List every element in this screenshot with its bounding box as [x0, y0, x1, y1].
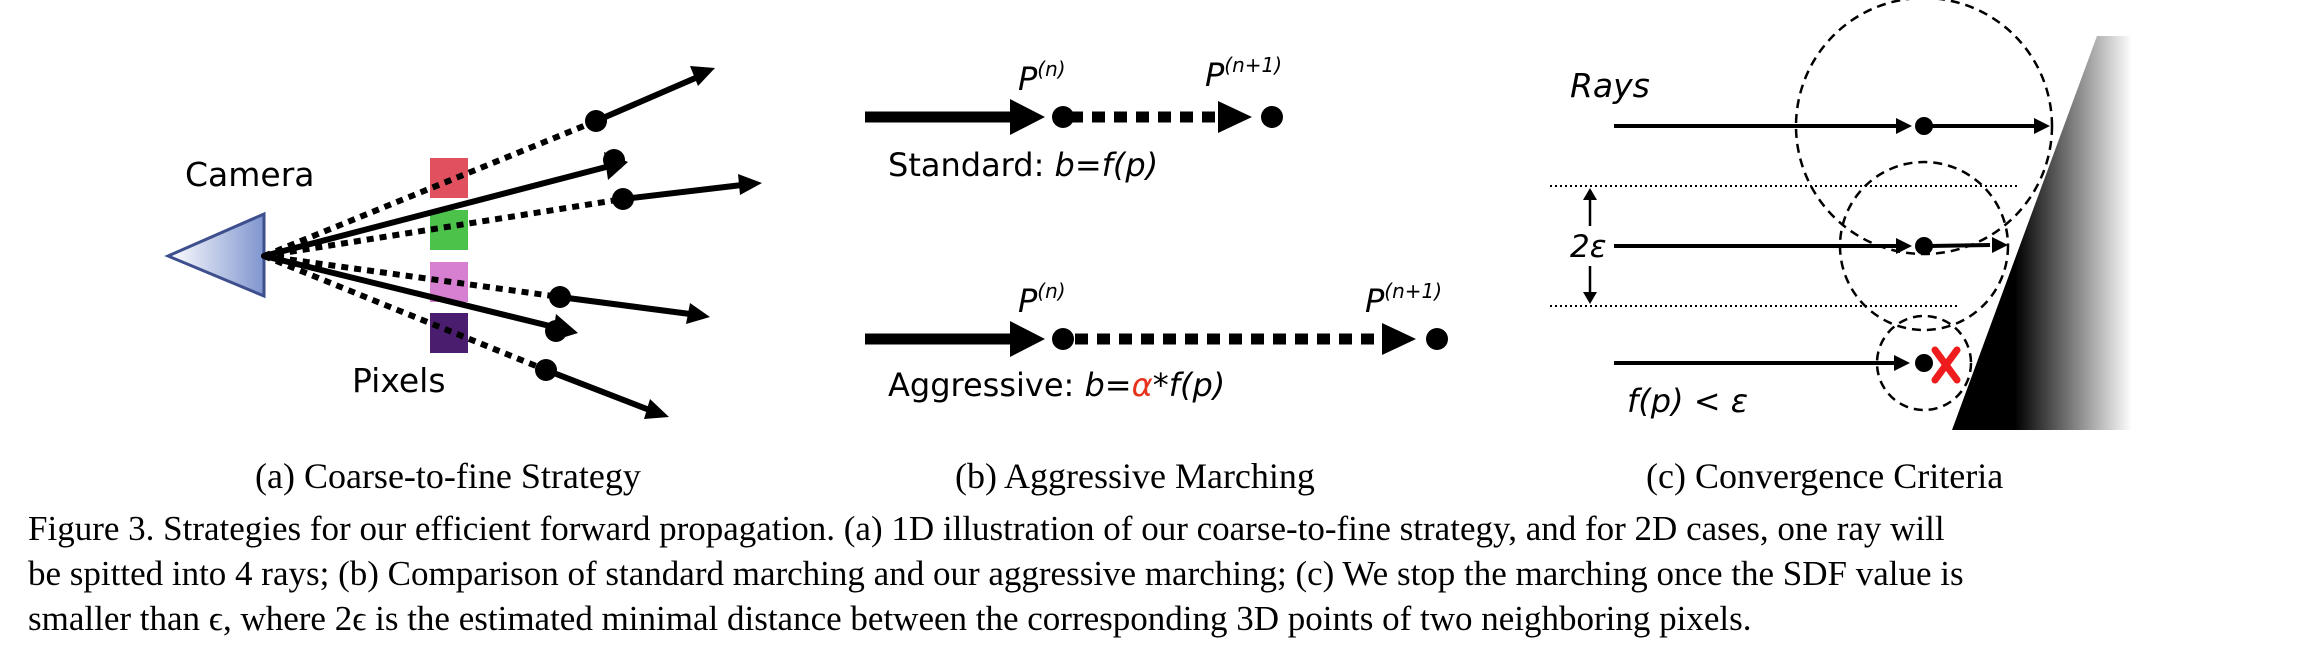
arrowhead — [1992, 237, 2008, 253]
distance-circle-small — [1875, 314, 1973, 412]
label-p-n1: P(n+1) — [1205, 53, 1282, 94]
rays-label: Rays — [1570, 66, 1650, 105]
label-p-n: P(n) — [1018, 279, 1066, 320]
sample-point — [1915, 117, 1933, 135]
point-p-n1 — [1261, 106, 1283, 128]
arrowhead — [738, 174, 762, 195]
stop-cross-icon — [1931, 346, 1961, 384]
sample-point — [603, 149, 625, 171]
caption-line-2: be spitted into 4 rays; (b) Comparison o… — [28, 554, 1964, 593]
standard-text: Standard: b=f(p) — [888, 146, 1158, 184]
solid-continuation — [543, 367, 655, 414]
figure-diagram: Camera — [164, 0, 2132, 430]
surface-wall — [1952, 36, 2132, 430]
arrowhead — [1896, 238, 1912, 254]
condition-label: f(p) < ε — [1627, 382, 1748, 420]
label-p-n: P(n) — [1018, 57, 1066, 98]
sample-point — [545, 320, 567, 342]
arrowhead — [1896, 118, 1912, 134]
sample-point — [585, 110, 607, 132]
subcaption-b: (b) Aggressive Marching — [955, 456, 1315, 496]
point-p-n1 — [1426, 328, 1448, 350]
arrowhead — [1010, 99, 1045, 135]
aggressive-text: Aggressive: b=α*f(p) — [888, 366, 1225, 404]
alpha-symbol: α — [1132, 366, 1153, 404]
caption-line-1: Figure 3. Strategies for our efficient f… — [28, 509, 1945, 548]
dotted-ray — [263, 253, 561, 300]
arrowhead — [1382, 323, 1416, 355]
figure-caption: Figure 3. Strategies for our efficient f… — [28, 506, 2298, 641]
camera-icon — [164, 211, 266, 299]
solid-continuation — [620, 182, 745, 202]
subcaption-a: (a) Coarse-to-fine Strategy — [255, 456, 641, 496]
arrowhead — [1894, 355, 1910, 371]
solid-continuation — [593, 73, 703, 124]
epsilon-label: 2ε — [1570, 229, 1606, 265]
subcaption-c: (c) Convergence Criteria — [1646, 456, 2004, 496]
solid-ray-lower — [261, 253, 565, 332]
panel-c-convergence-criteria: Rays 2ε — [1550, 0, 2132, 430]
arrowhead — [1010, 321, 1045, 357]
arrowhead — [686, 303, 710, 324]
arrowhead — [644, 399, 669, 419]
camera-label: Camera — [185, 155, 315, 194]
arrowhead — [690, 66, 715, 86]
sample-point — [1915, 237, 1933, 255]
sample-point — [535, 359, 557, 381]
solid-ray-upper — [261, 163, 613, 259]
arrowhead — [1218, 101, 1252, 133]
panel-b-aggressive-marching: P(n) P(n+1) Standard: b=f(p) P(n) P(n+1)… — [865, 53, 1448, 404]
point-p-n — [1052, 106, 1074, 128]
sample-point — [612, 188, 634, 210]
caption-line-3: smaller than ϵ, where 2ϵ is the estimate… — [28, 599, 1752, 638]
pixels-label: Pixels — [352, 361, 446, 400]
panel-a-coarse-to-fine: Camera — [164, 66, 762, 419]
sample-point-converged — [1915, 354, 1933, 372]
sample-point — [549, 286, 571, 308]
arrowhead — [1583, 292, 1597, 304]
ray-2-continuation — [1929, 243, 1991, 248]
arrowhead — [2034, 118, 2050, 134]
arrowhead — [1583, 188, 1597, 200]
dotted-ray — [262, 253, 548, 373]
point-p-n — [1052, 328, 1074, 350]
label-p-n1: P(n+1) — [1365, 279, 1442, 320]
dotted-ray — [263, 196, 624, 259]
solid-continuation — [557, 294, 693, 317]
